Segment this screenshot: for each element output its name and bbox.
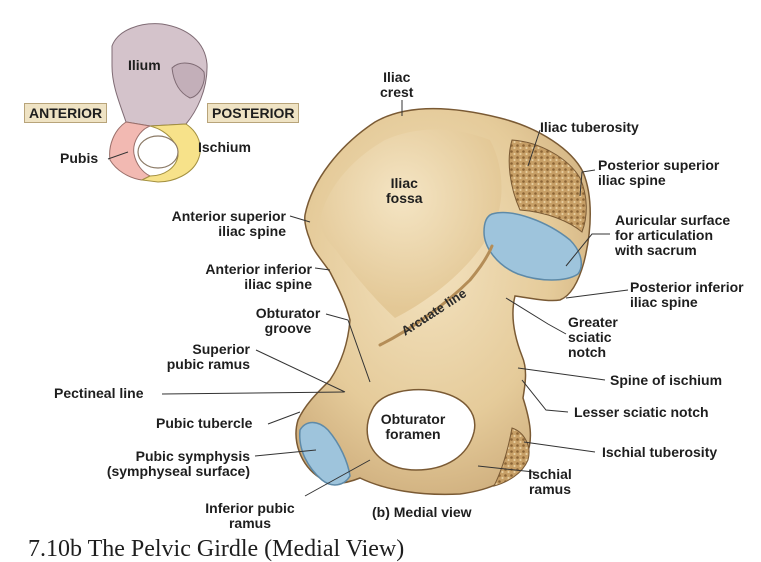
leader-greater-sciatic-notch <box>505 297 567 335</box>
label-pubis: Pubis <box>60 150 99 166</box>
leader-posterior-superior-iliac-spine <box>579 169 596 197</box>
label-posterior: POSTERIOR <box>207 103 300 123</box>
leader-ischial-tuberosity <box>523 441 596 453</box>
label-ilium: Ilium <box>128 57 161 73</box>
inset-pubis-leader <box>107 151 129 160</box>
leader-iliac-tuberosity <box>527 129 541 167</box>
iliac-fossa-area <box>320 129 502 318</box>
pubic-symphysis-surface <box>299 421 351 486</box>
inset-ilium-region <box>111 23 208 127</box>
label-pectineal-line: Pectineal line <box>54 385 144 401</box>
leader-auricular-surface <box>565 233 610 267</box>
leader-spine-of-ischium <box>517 367 606 381</box>
leader-pubic-tubercle <box>267 411 301 425</box>
inset-hip-bone <box>107 23 208 183</box>
label-spine-of-ischium: Spine of ischium <box>610 372 723 388</box>
figure-caption: 7.10b The Pelvic Girdle (Medial View) <box>28 536 405 562</box>
label-ischium: Ischium <box>198 139 251 155</box>
hip-bone-medial <box>295 108 591 496</box>
label-pubic-symphysis: Pubic symphysis(symphyseal surface) <box>106 448 250 479</box>
label-medial-view: (b) Medial view <box>372 504 472 520</box>
label-pubic-tubercle: Pubic tubercle <box>156 415 253 431</box>
leader-anterior-inferior-iliac-spine <box>314 267 331 271</box>
leader-superior-pubic-ramus <box>255 349 346 393</box>
ischial-tuberosity-rough <box>493 427 530 487</box>
leader-pubic-symphysis <box>254 449 317 457</box>
leader-posterior-inferior-iliac-spine <box>565 289 629 299</box>
obturator-foramen-shape <box>366 389 476 471</box>
leader-inferior-pubic-ramus <box>304 459 371 497</box>
label-ischial-tuberosity: Ischial tuberosity <box>602 444 718 460</box>
label-anterior: ANTERIOR <box>24 103 108 123</box>
leader-pectineal-line <box>161 391 345 395</box>
leader-lesser-sciatic-notch <box>521 379 569 413</box>
label-lesser-sciatic-notch: Lesser sciatic notch <box>574 404 709 420</box>
label-iliac-tuberosity: Iliac tuberosity <box>540 119 639 135</box>
leader-anterior-superior-iliac-spine <box>289 215 311 223</box>
inset-auricular-area <box>171 62 205 99</box>
arcuate-line-ridge <box>378 244 494 347</box>
inset-obturator-foramen <box>137 135 179 169</box>
leader-lines <box>161 100 629 497</box>
auricular-surface-shape <box>483 211 583 281</box>
leader-ischial-ramus <box>477 465 535 473</box>
leader-obturator-groove <box>325 313 371 383</box>
iliac-tuberosity-rough <box>508 139 587 233</box>
